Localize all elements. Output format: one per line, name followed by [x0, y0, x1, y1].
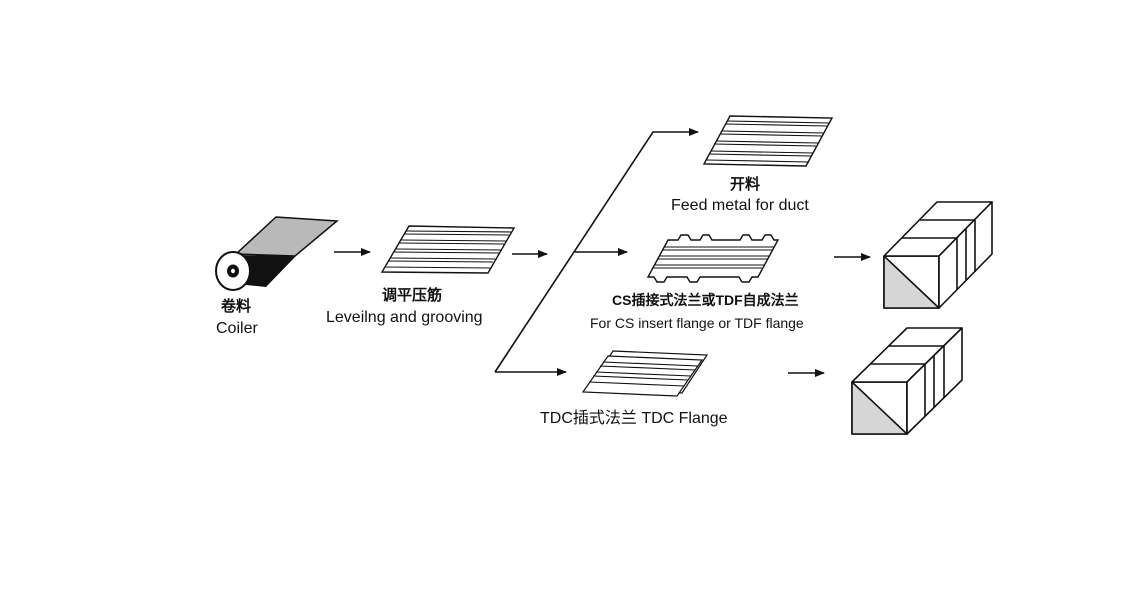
tdc-label: TDC插式法兰 TDC Flange: [540, 410, 728, 427]
duct-box-icon: [851, 327, 963, 435]
cs-label-zh: CS插接式法兰或TDF自成法兰: [612, 292, 799, 308]
cut-sheet-icon: [702, 115, 834, 167]
branch-connector: [494, 128, 699, 376]
leveling-label-en: Leveilng and grooving: [326, 309, 483, 326]
leveling-label-zh: 调平压筋: [382, 287, 443, 304]
stacked-sheets-icon: [581, 350, 709, 397]
coil-roll-icon: [215, 216, 339, 291]
grooved-sheet-icon: [380, 225, 516, 274]
coiler-label-en: Coiler: [216, 320, 258, 337]
cs-label-en: For CS insert flange or TDF flange: [590, 315, 804, 331]
feed-label-zh: 开料: [730, 176, 761, 193]
notched-sheet-icon: [646, 234, 780, 283]
coiler-label-zh: 卷料: [221, 298, 252, 315]
feed-label-en: Feed metal for duct: [671, 197, 809, 214]
duct-box-icon: [883, 201, 993, 309]
